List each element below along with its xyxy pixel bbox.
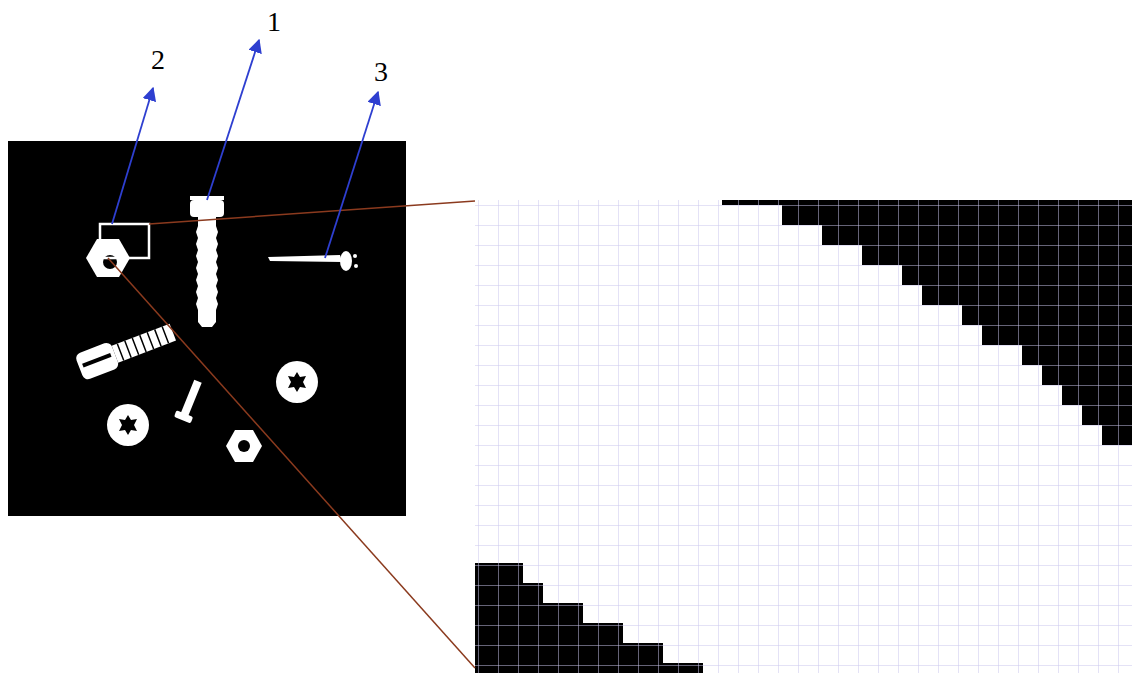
washer	[107, 404, 149, 446]
zoom-line	[108, 258, 475, 668]
zoom-panel	[475, 200, 1132, 673]
callout-number: 3	[374, 58, 388, 86]
screw	[190, 196, 224, 327]
zoom-box	[100, 224, 149, 258]
screw	[74, 319, 177, 381]
screw	[174, 378, 206, 424]
nail	[268, 251, 358, 271]
callout-number: 1	[267, 8, 281, 36]
callout-arrow	[325, 92, 378, 258]
callout-arrow	[112, 88, 153, 224]
zoom-line	[149, 201, 475, 224]
callout-number: 2	[151, 46, 165, 74]
hex-nut	[226, 430, 262, 462]
callout-arrow	[207, 40, 259, 200]
washer	[276, 361, 318, 403]
